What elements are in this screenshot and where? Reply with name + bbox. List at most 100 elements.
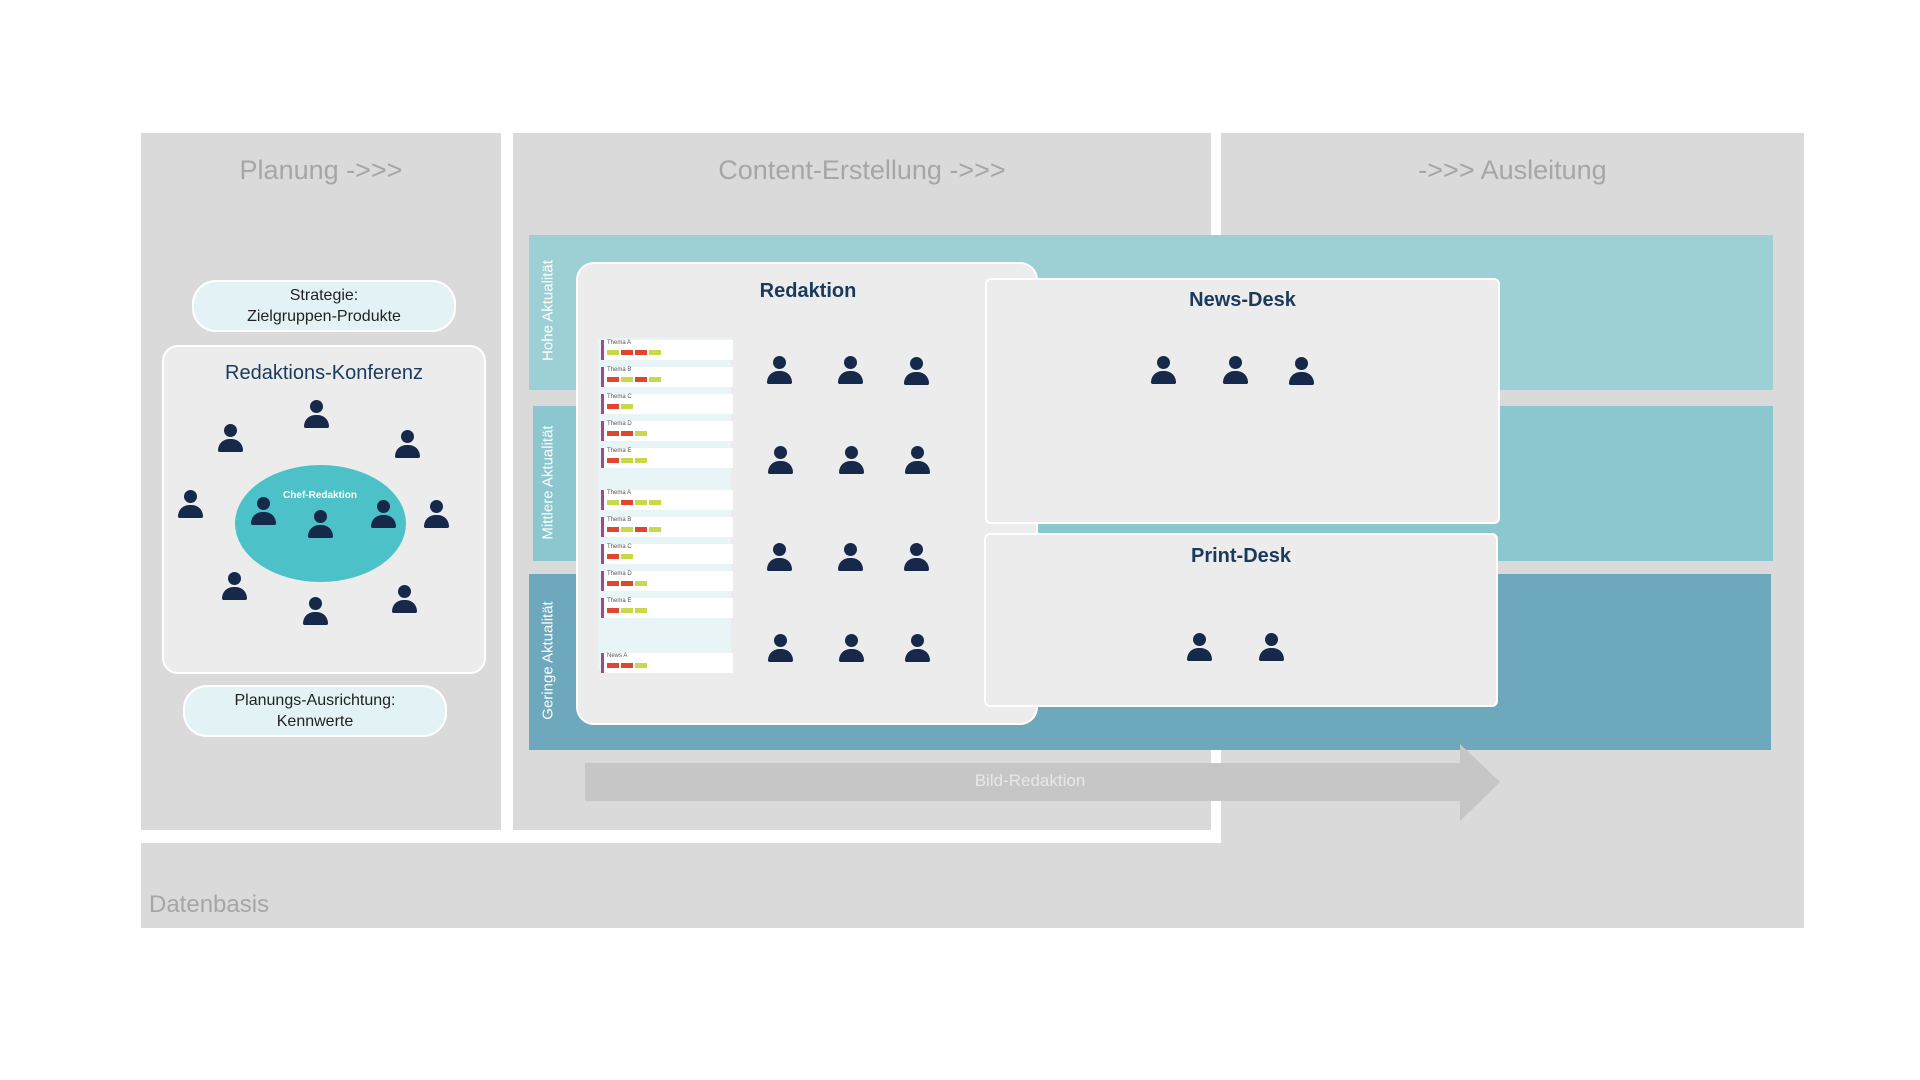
status-bar: [635, 581, 647, 586]
person-icon: [177, 490, 203, 520]
person-icon: [250, 497, 276, 527]
person-icon: [837, 543, 863, 573]
topic-status-bars: [607, 527, 661, 532]
chief-label: Chef-Redaktion: [283, 490, 357, 501]
status-bar: [649, 500, 661, 505]
conference-title: Redaktions-Konferenz: [225, 362, 423, 384]
person-icon: [766, 543, 792, 573]
person-icon: [394, 430, 420, 460]
topic-status-bars: [607, 581, 647, 586]
topic-label: Thema E: [607, 448, 632, 454]
band-low-label: Geringe Aktualität: [539, 601, 557, 720]
status-bar: [621, 458, 633, 463]
status-bar: [635, 608, 647, 613]
topic-label: Thema D: [607, 571, 632, 577]
topic-card: News A: [601, 653, 733, 673]
topic-label: Thema C: [607, 544, 632, 550]
status-bar: [607, 581, 619, 586]
topic-card: Thema D: [601, 571, 733, 591]
person-icon: [838, 446, 864, 476]
status-bar: [607, 377, 619, 382]
person-icon: [370, 500, 396, 530]
redaktion-title: Redaktion: [759, 280, 857, 302]
person-icon: [1288, 357, 1314, 387]
topic-card: Thema D: [601, 421, 733, 441]
person-icon: [837, 356, 863, 386]
status-bar: [607, 404, 619, 409]
person-icon: [221, 572, 247, 602]
status-bar: [607, 608, 619, 613]
print-desk-title: Print-Desk: [1190, 545, 1292, 567]
person-icon: [838, 634, 864, 664]
planning-phase-title: Planung ->>>: [239, 155, 403, 185]
status-bar: [635, 500, 647, 505]
status-bar: [607, 663, 619, 668]
status-bar: [607, 554, 619, 559]
status-bar: [621, 527, 633, 532]
status-bar: [649, 350, 661, 355]
person-icon: [423, 500, 449, 530]
status-bar: [607, 500, 619, 505]
band-mid-label: Mittlere Aktualität: [539, 425, 557, 540]
person-icon: [904, 446, 930, 476]
status-bar: [607, 350, 619, 355]
person-icon: [307, 510, 333, 540]
topic-status-bars: [607, 608, 647, 613]
topic-status-bars: [607, 350, 661, 355]
strategy-line2: Zielgruppen-Produkte: [247, 308, 401, 325]
person-icon: [1150, 356, 1176, 386]
status-bar: [649, 527, 661, 532]
topic-card: Thema E: [601, 598, 733, 618]
status-bar: [607, 458, 619, 463]
status-bar: [621, 500, 633, 505]
database-bar: Datenbasis: [141, 843, 1804, 928]
news-desk-title: News-Desk: [1189, 289, 1296, 311]
news-desk-panel: News-Desk: [985, 278, 1500, 524]
topic-status-bars: [607, 404, 633, 409]
content-phase-title: Content-Erstellung ->>>: [718, 155, 1006, 185]
person-icon: [904, 634, 930, 664]
topic-label: Thema C: [607, 394, 632, 400]
person-icon: [1258, 633, 1284, 663]
status-bar: [621, 404, 633, 409]
topic-label: News A: [607, 653, 628, 659]
strategy-line1: Strategie:: [289, 287, 359, 304]
database-label: Datenbasis: [149, 891, 270, 918]
output-phase-title: ->>> Ausleitung: [1418, 155, 1607, 185]
topic-status-bars: [607, 663, 647, 668]
status-bar: [621, 431, 633, 436]
status-bar: [621, 554, 633, 559]
status-bar: [635, 377, 647, 382]
topic-card: Thema C: [601, 394, 733, 414]
band-high-label: Hohe Aktualität: [539, 260, 557, 361]
topic-card: Thema A: [601, 490, 733, 510]
status-bar: [635, 458, 647, 463]
status-bar: [607, 431, 619, 436]
topic-label: Thema B: [607, 367, 632, 373]
topic-status-bars: [607, 458, 647, 463]
person-icon: [767, 634, 793, 664]
status-bar: [635, 431, 647, 436]
planning-alignment-pill: Planungs-Ausrichtung: Kennwerte: [183, 685, 447, 737]
status-bar: [635, 350, 647, 355]
bild-redaktion-arrow: [585, 744, 1500, 821]
person-icon: [903, 543, 929, 573]
person-icon: [1186, 633, 1212, 663]
person-icon: [217, 424, 243, 454]
status-bar: [621, 350, 633, 355]
print-desk-panel: Print-Desk: [984, 533, 1498, 707]
status-bar: [621, 377, 633, 382]
person-icon: [766, 356, 792, 386]
topic-label: Thema D: [607, 421, 632, 427]
planning-alignment-line1: Planungs-Ausrichtung:: [234, 692, 396, 709]
status-bar: [621, 581, 633, 586]
status-bar: [621, 663, 633, 668]
person-icon: [303, 400, 329, 430]
topic-card: Thema E: [601, 448, 733, 468]
topic-card: Thema A: [601, 340, 733, 360]
topic-card: Thema B: [601, 367, 733, 387]
status-bar: [621, 608, 633, 613]
topic-status-bars: [607, 431, 647, 436]
planning-alignment-line2: Kennwerte: [276, 713, 354, 730]
topic-card: Thema B: [601, 517, 733, 537]
